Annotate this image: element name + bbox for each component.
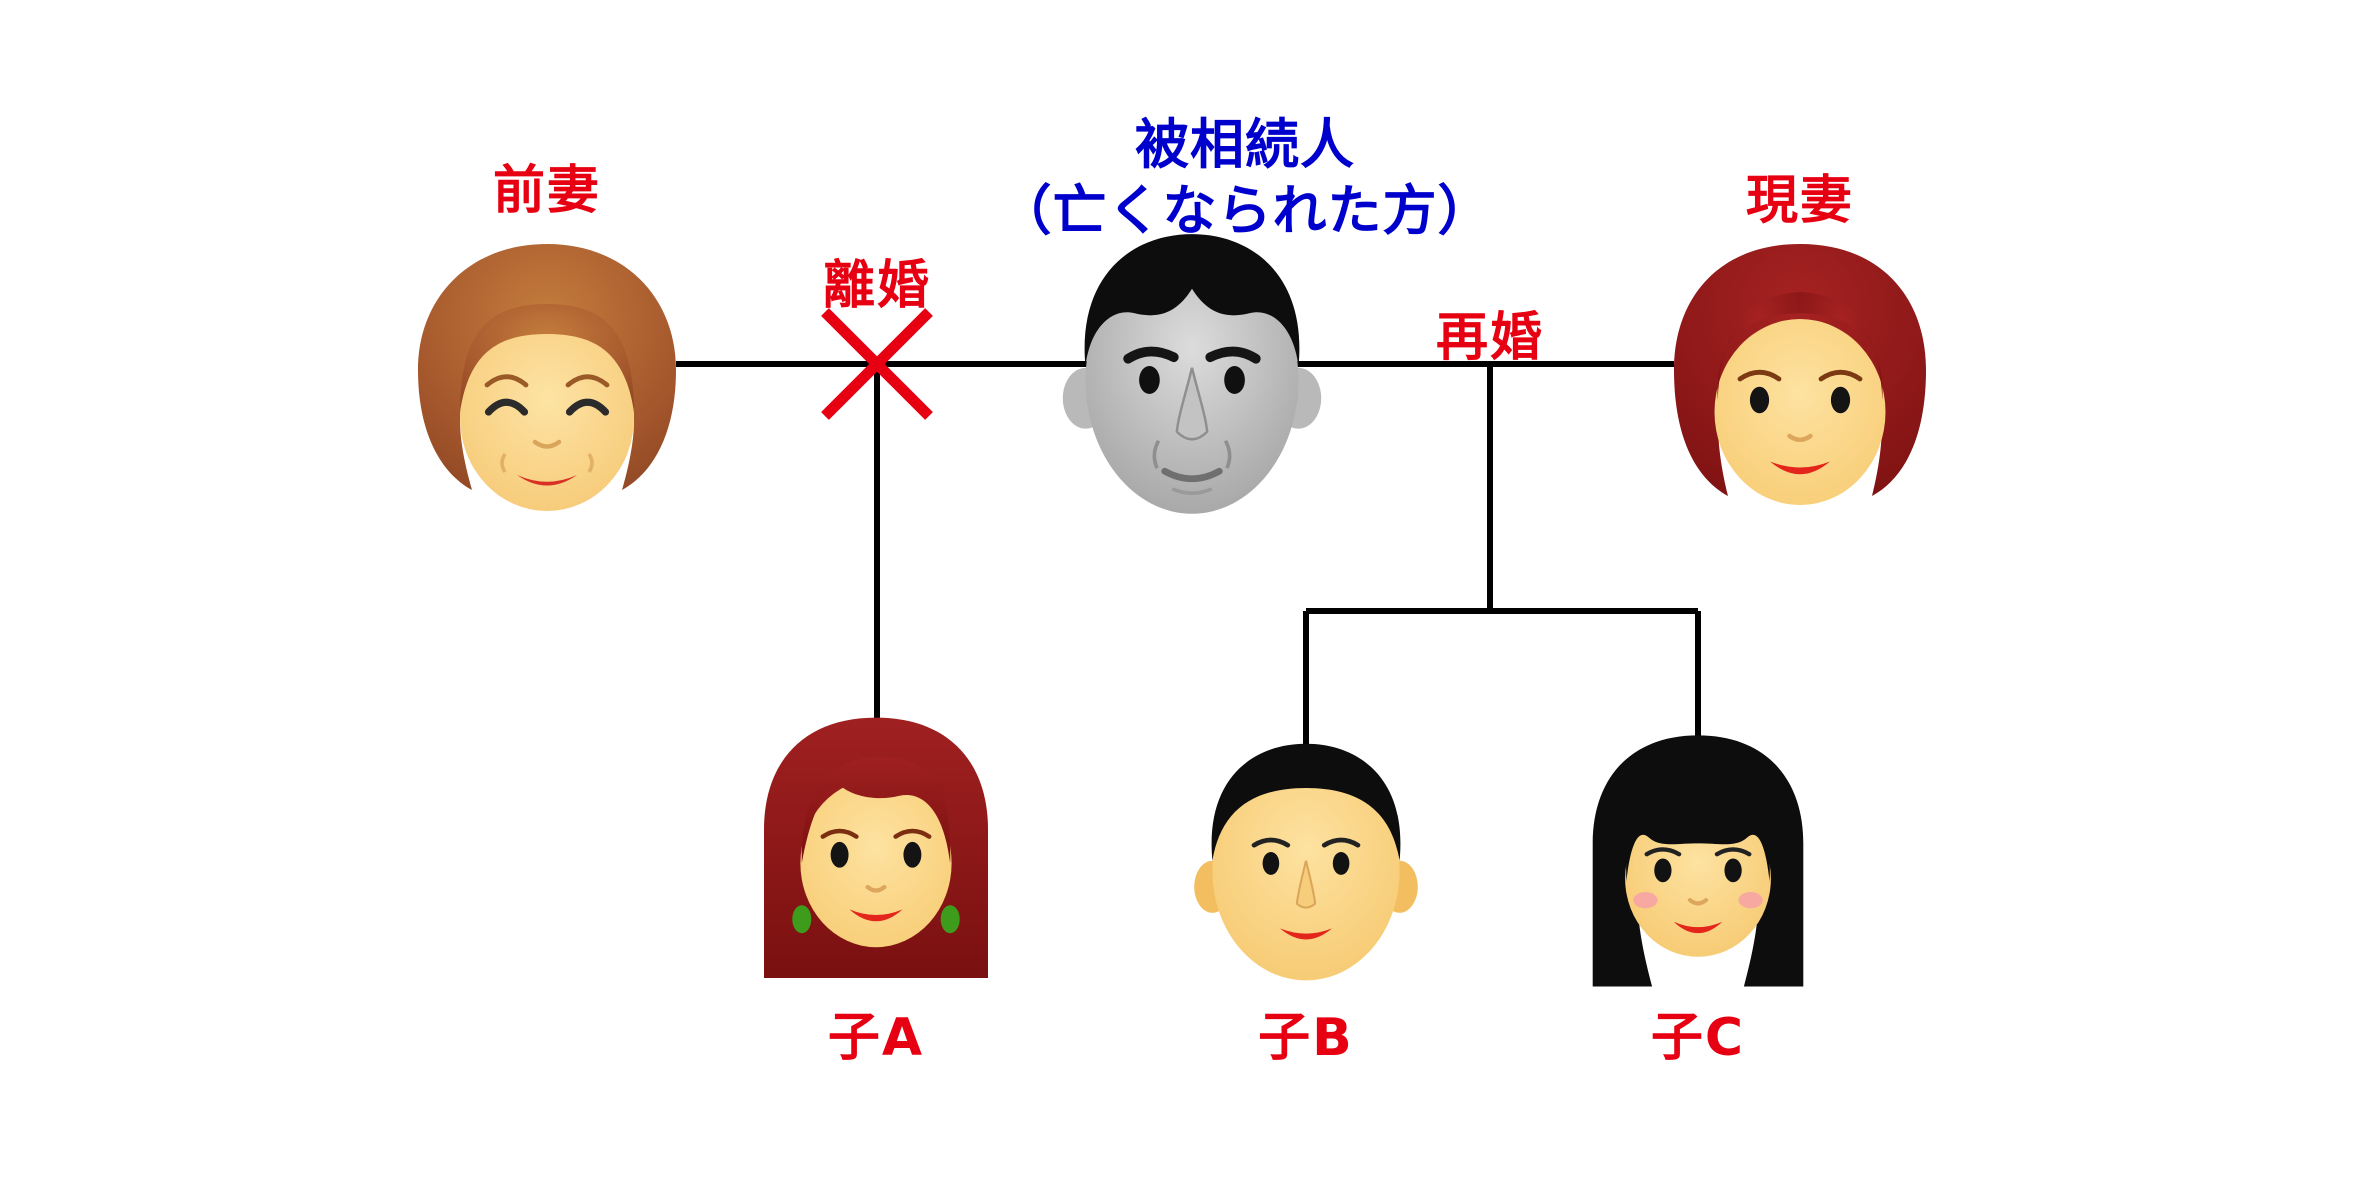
decedent-face-icon [1062,234,1322,514]
child-c-face [1563,730,1833,1000]
child-c-label: 子C [1650,1008,1746,1068]
divorce-x-stroke-2 [821,308,933,420]
current-wife-face-icon [1674,244,1926,505]
current-wife-face [1650,238,1950,538]
decedent-title-line1: 被相続人 [1135,113,1355,176]
divorce-label: 離婚 [822,256,932,316]
former-wife-face [397,238,697,538]
child-a-face [736,712,1016,992]
child-b-face-icon [1194,743,1418,981]
former-wife-face-icon [418,244,676,511]
child-a-face-icon [764,717,988,978]
former-wife-label: 前妻 [492,161,602,221]
decedent-title-line2: （亡くなられた方） [997,178,1493,242]
remarriage-label: 再婚 [1435,308,1545,368]
decedent-title: 被相続人 （亡くなられた方） [998,112,1493,244]
decedent-face [1040,228,1344,532]
current-wife-label: 現妻 [1745,171,1855,231]
divorce-x-stroke-1 [821,308,933,420]
child-c-face-icon [1592,735,1804,987]
child-b-label: 子B [1258,1008,1354,1068]
child-a-label: 子A [827,1008,925,1068]
child-b-face [1176,736,1436,996]
divorce-x-mark [821,308,933,420]
